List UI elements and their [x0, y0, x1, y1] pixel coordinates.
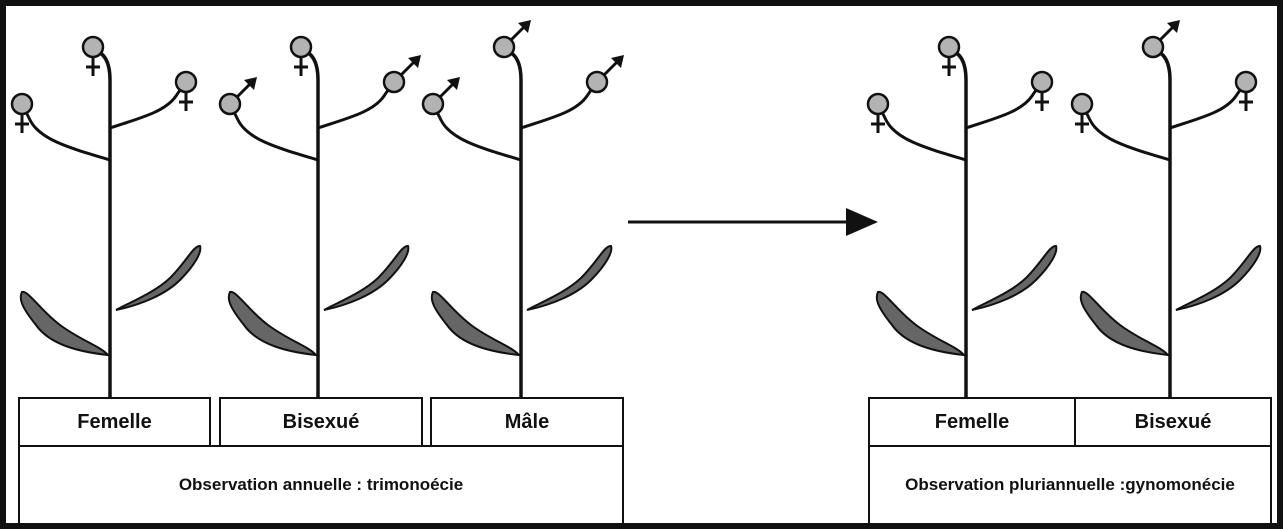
pluriannual-observation-line2: gynomonécie: [1125, 474, 1235, 496]
annual-plant-1: [12, 37, 200, 398]
upper-leaf: [972, 246, 1056, 310]
lower-leaf: [1081, 292, 1168, 355]
annual-observation-text: Observation annuelle : trimonoécie: [179, 474, 463, 496]
female-flower-icon: [1032, 72, 1052, 92]
left-branch: [878, 104, 966, 160]
female-flower-icon: [291, 37, 311, 57]
top-flower: [939, 37, 959, 76]
right-branch: [318, 82, 394, 128]
lower-leaf: [877, 292, 964, 355]
right-flower: [384, 55, 421, 92]
right-branch: [1170, 82, 1246, 128]
male-flower-icon: [220, 94, 240, 114]
top-flower: [291, 37, 311, 76]
lower-leaf: [229, 292, 316, 355]
male-flower-icon: [587, 72, 607, 92]
plant-label-annual-bisexual: Bisexué: [219, 397, 423, 447]
left-flower: [868, 94, 888, 133]
pluriannual-plant-2: [1072, 20, 1260, 398]
plants-layer: [12, 20, 1260, 398]
left-flower: [423, 77, 460, 114]
top-flower: [1143, 20, 1180, 57]
left-flower: [220, 77, 257, 114]
female-flower-icon: [1072, 94, 1092, 114]
lower-leaf: [21, 292, 108, 355]
male-flower-icon: [423, 94, 443, 114]
top-flower: [83, 37, 103, 76]
plant-label-annual-male: Mâle: [430, 397, 624, 447]
pluriannual-plant-1: [868, 37, 1056, 398]
left-branch: [1082, 104, 1170, 160]
left-branch: [433, 104, 521, 160]
right-branch: [966, 82, 1042, 128]
upper-leaf: [116, 246, 200, 310]
left-flower: [12, 94, 32, 133]
lower-leaf: [432, 292, 519, 355]
female-flower-icon: [868, 94, 888, 114]
left-branch: [230, 104, 318, 160]
right-branch: [110, 82, 186, 128]
male-flower-icon: [1143, 37, 1163, 57]
plant-label-pluriannual-female: Femelle: [868, 397, 1076, 447]
upper-leaf: [1176, 246, 1260, 310]
annual-plant-2: [220, 37, 421, 398]
female-flower-icon: [176, 72, 196, 92]
annual-plant-3: [423, 20, 624, 398]
male-flower-icon: [494, 37, 514, 57]
male-flower-icon: [384, 72, 404, 92]
plant-label-annual-female: Femelle: [18, 397, 211, 447]
female-flower-icon: [12, 94, 32, 114]
transition-arrowhead: [846, 208, 878, 236]
pluriannual-observation-label: Observation pluriannuelle : gynomonécie: [868, 445, 1272, 525]
left-flower: [1072, 94, 1092, 133]
pluriannual-observation-line1: Observation pluriannuelle :: [905, 474, 1125, 496]
right-branch: [521, 82, 597, 128]
left-branch: [22, 104, 110, 160]
female-flower-icon: [83, 37, 103, 57]
female-flower-icon: [1236, 72, 1256, 92]
annual-observation-label: Observation annuelle : trimonoécie: [18, 445, 624, 525]
plant-label-pluriannual-bisexual: Bisexué: [1074, 397, 1272, 447]
right-flower: [587, 55, 624, 92]
top-flower: [494, 20, 531, 57]
upper-leaf: [324, 246, 408, 310]
female-flower-icon: [939, 37, 959, 57]
upper-leaf: [527, 246, 611, 310]
